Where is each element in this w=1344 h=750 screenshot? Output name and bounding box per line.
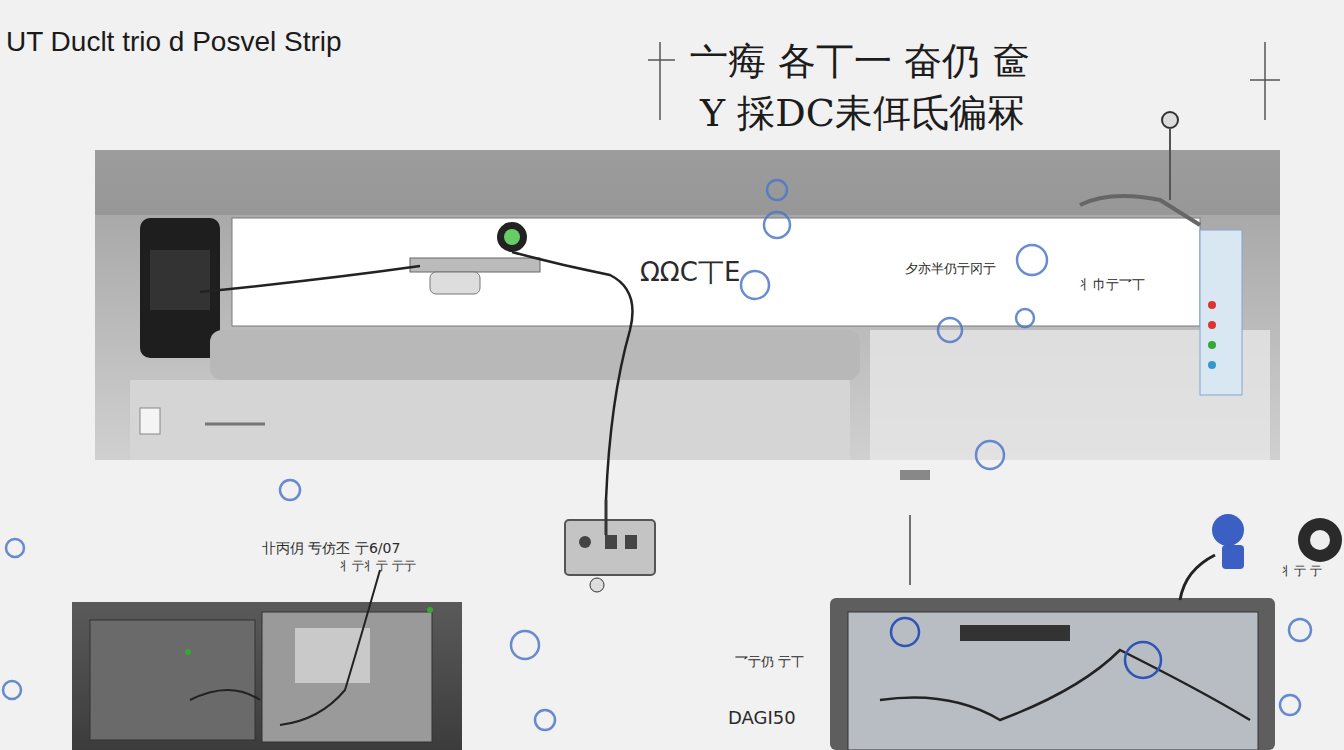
part-label: 丬亍 亍 bbox=[1282, 565, 1322, 579]
part-label: DAGI50 bbox=[728, 708, 796, 729]
part-label: 乛亍仍 亍丅 bbox=[735, 655, 804, 670]
part-label: 丬巾亍乛丅 bbox=[1080, 278, 1145, 293]
part-label: 丬亍丬亍 亍亍 bbox=[340, 560, 416, 574]
diagram-title: UT Duclt trio d Posvel Strip bbox=[6, 26, 342, 58]
heading-text: Y 採DC耒佴氐徧冧 bbox=[700, 92, 1025, 136]
part-label: 卝丙仴 亐仿丕 亍6/07 bbox=[262, 540, 400, 556]
panel-label: ΩΩC丅E bbox=[640, 258, 740, 288]
heading-text: 亠痗 各丅一 奋仍 奩 bbox=[690, 40, 1030, 84]
part-label: 夕亦半仍亍冈亍 bbox=[905, 262, 996, 277]
